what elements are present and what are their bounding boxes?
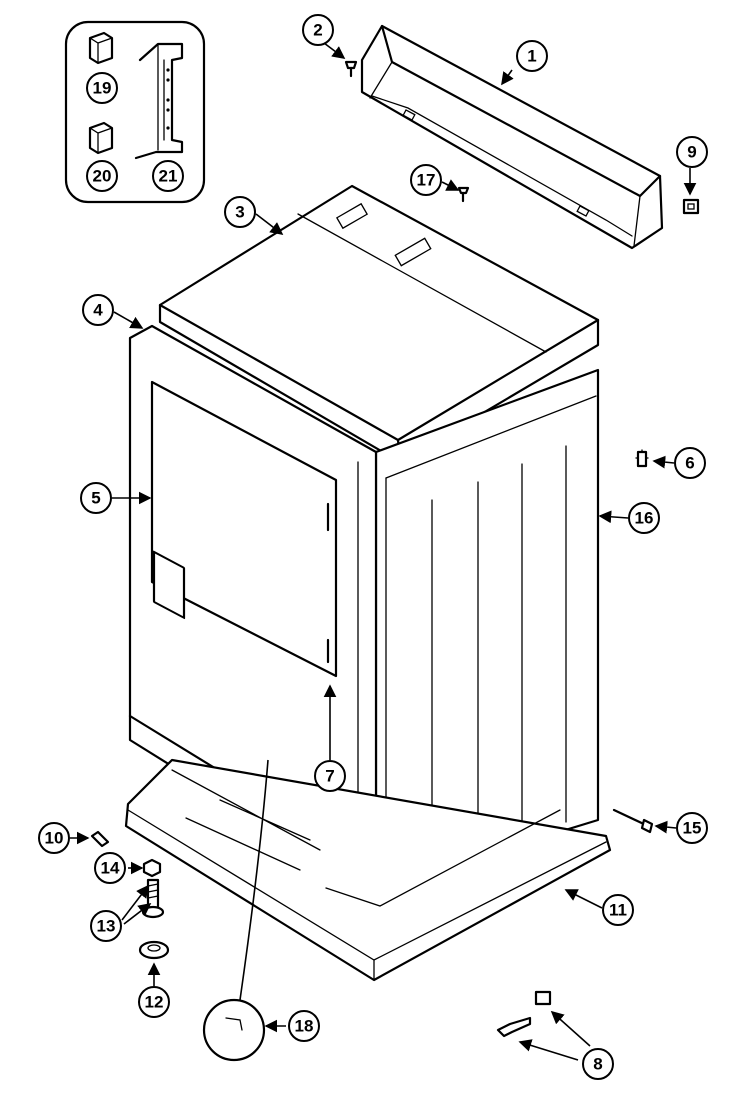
part-3-top	[158, 184, 600, 464]
part-20-foot	[88, 121, 114, 155]
callout-label: 17	[417, 171, 436, 190]
callout-label: 13	[97, 917, 116, 936]
callout-7: 7	[314, 760, 346, 792]
part-1-console	[360, 24, 664, 250]
callout-label: 5	[91, 489, 100, 508]
part-12-pad	[138, 940, 170, 960]
callout-2: 2	[302, 14, 334, 46]
callout-15: 15	[676, 812, 708, 844]
callout-19: 19	[86, 72, 118, 104]
part-21-bracket	[134, 42, 184, 160]
callout-label: 14	[101, 859, 120, 878]
callout-label: 8	[593, 1055, 602, 1074]
part-2-screw	[344, 60, 358, 78]
callout-21: 21	[152, 160, 184, 192]
callout-label: 21	[159, 167, 178, 186]
callout-1: 1	[516, 40, 548, 72]
part-17-screw	[457, 186, 470, 203]
part-6-screw	[635, 449, 649, 468]
callout-17: 17	[410, 164, 442, 196]
part-15-screw	[612, 808, 654, 834]
callout-label: 3	[235, 203, 244, 222]
callout-label: 4	[93, 301, 103, 320]
part-8-hardware	[496, 990, 552, 1038]
part-18-cap	[202, 998, 266, 1062]
part-10-screw	[90, 830, 110, 848]
callout-18: 18	[288, 1010, 320, 1042]
callout-13: 13	[90, 910, 122, 942]
callout-label: 6	[685, 454, 694, 473]
callout-11: 11	[602, 894, 634, 926]
callout-label: 2	[313, 21, 322, 40]
callout-label: 10	[45, 829, 64, 848]
part-19-foot	[88, 31, 114, 65]
callout-9: 9	[676, 136, 708, 168]
callout-3: 3	[224, 196, 256, 228]
inset-parts-box	[64, 20, 206, 204]
callout-label: 16	[635, 509, 654, 528]
callout-label: 20	[93, 167, 112, 186]
part-11-base	[124, 758, 612, 982]
callout-label: 9	[687, 143, 696, 162]
callout-20: 20	[86, 160, 118, 192]
callout-12: 12	[138, 986, 170, 1018]
callout-10: 10	[38, 822, 70, 854]
callout-label: 12	[145, 993, 164, 1012]
callout-label: 15	[683, 819, 702, 838]
leader-lines	[70, 39, 697, 1061]
callout-16: 16	[628, 502, 660, 534]
callout-label: 11	[609, 901, 627, 920]
callout-4: 4	[82, 294, 114, 326]
part-16-side-panel	[374, 368, 600, 890]
part-14-nut	[142, 858, 162, 878]
callout-6: 6	[674, 447, 706, 479]
callout-label: 18	[295, 1017, 314, 1036]
part-9-clip	[682, 198, 700, 215]
door	[150, 380, 338, 678]
callout-label: 7	[325, 767, 334, 786]
part-13-leveling-leg	[141, 878, 165, 919]
callout-label: 1	[527, 47, 536, 66]
callout-14: 14	[94, 852, 126, 884]
callout-8: 8	[582, 1048, 614, 1080]
callout-5: 5	[80, 482, 112, 514]
callout-label: 19	[93, 79, 112, 98]
